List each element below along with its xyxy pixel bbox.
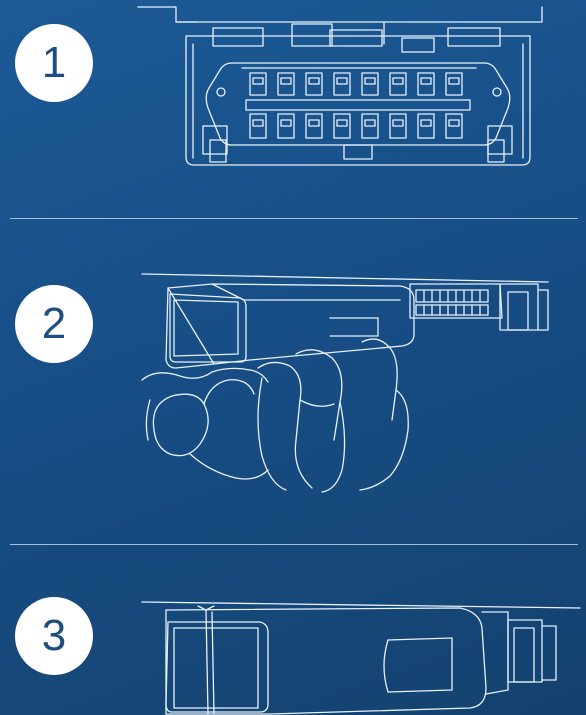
step-number-badge: 1 bbox=[15, 24, 93, 102]
obd-port-icon bbox=[137, 6, 543, 166]
step-number: 3 bbox=[41, 611, 67, 660]
divider bbox=[10, 544, 578, 545]
divider bbox=[10, 218, 578, 219]
step-number: 1 bbox=[41, 38, 67, 87]
step-number: 2 bbox=[41, 299, 67, 348]
hand-inserting-device-icon bbox=[141, 273, 549, 493]
step-number-badge: 3 bbox=[15, 597, 93, 675]
step-number-badge: 2 bbox=[15, 285, 93, 363]
